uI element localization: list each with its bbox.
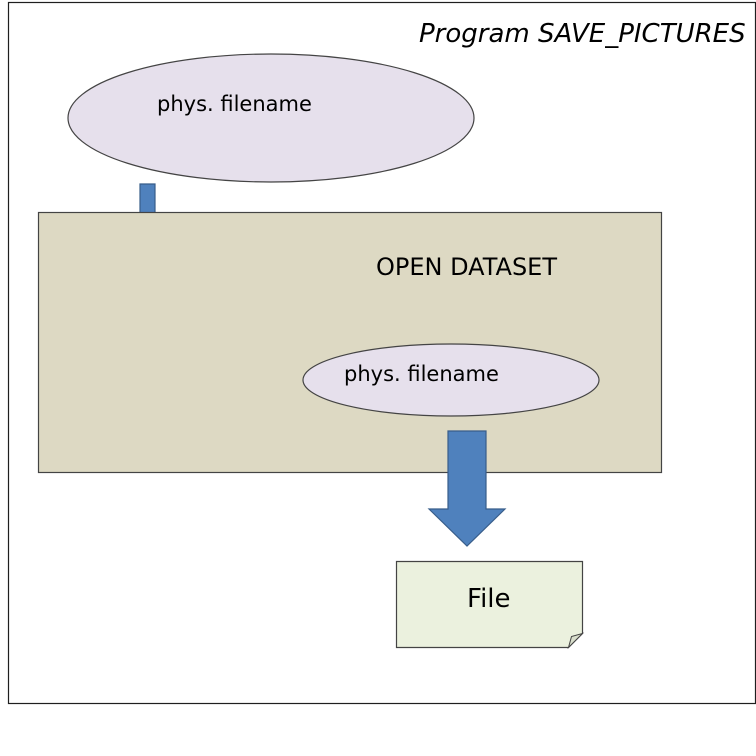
top-ellipse [67,53,475,183]
large-down-arrow [427,430,507,547]
file-corner-fold [567,632,585,650]
open-dataset-label: OPEN DATASET [376,253,557,281]
top-ellipse-label: phys. filename [157,92,312,116]
file-label: File [467,584,511,614]
inner-ellipse-label: phys. filename [344,362,499,386]
open-dataset-box [37,211,663,474]
inner-ellipse [302,343,600,417]
program-title: Program SAVE_PICTURES [419,19,746,49]
